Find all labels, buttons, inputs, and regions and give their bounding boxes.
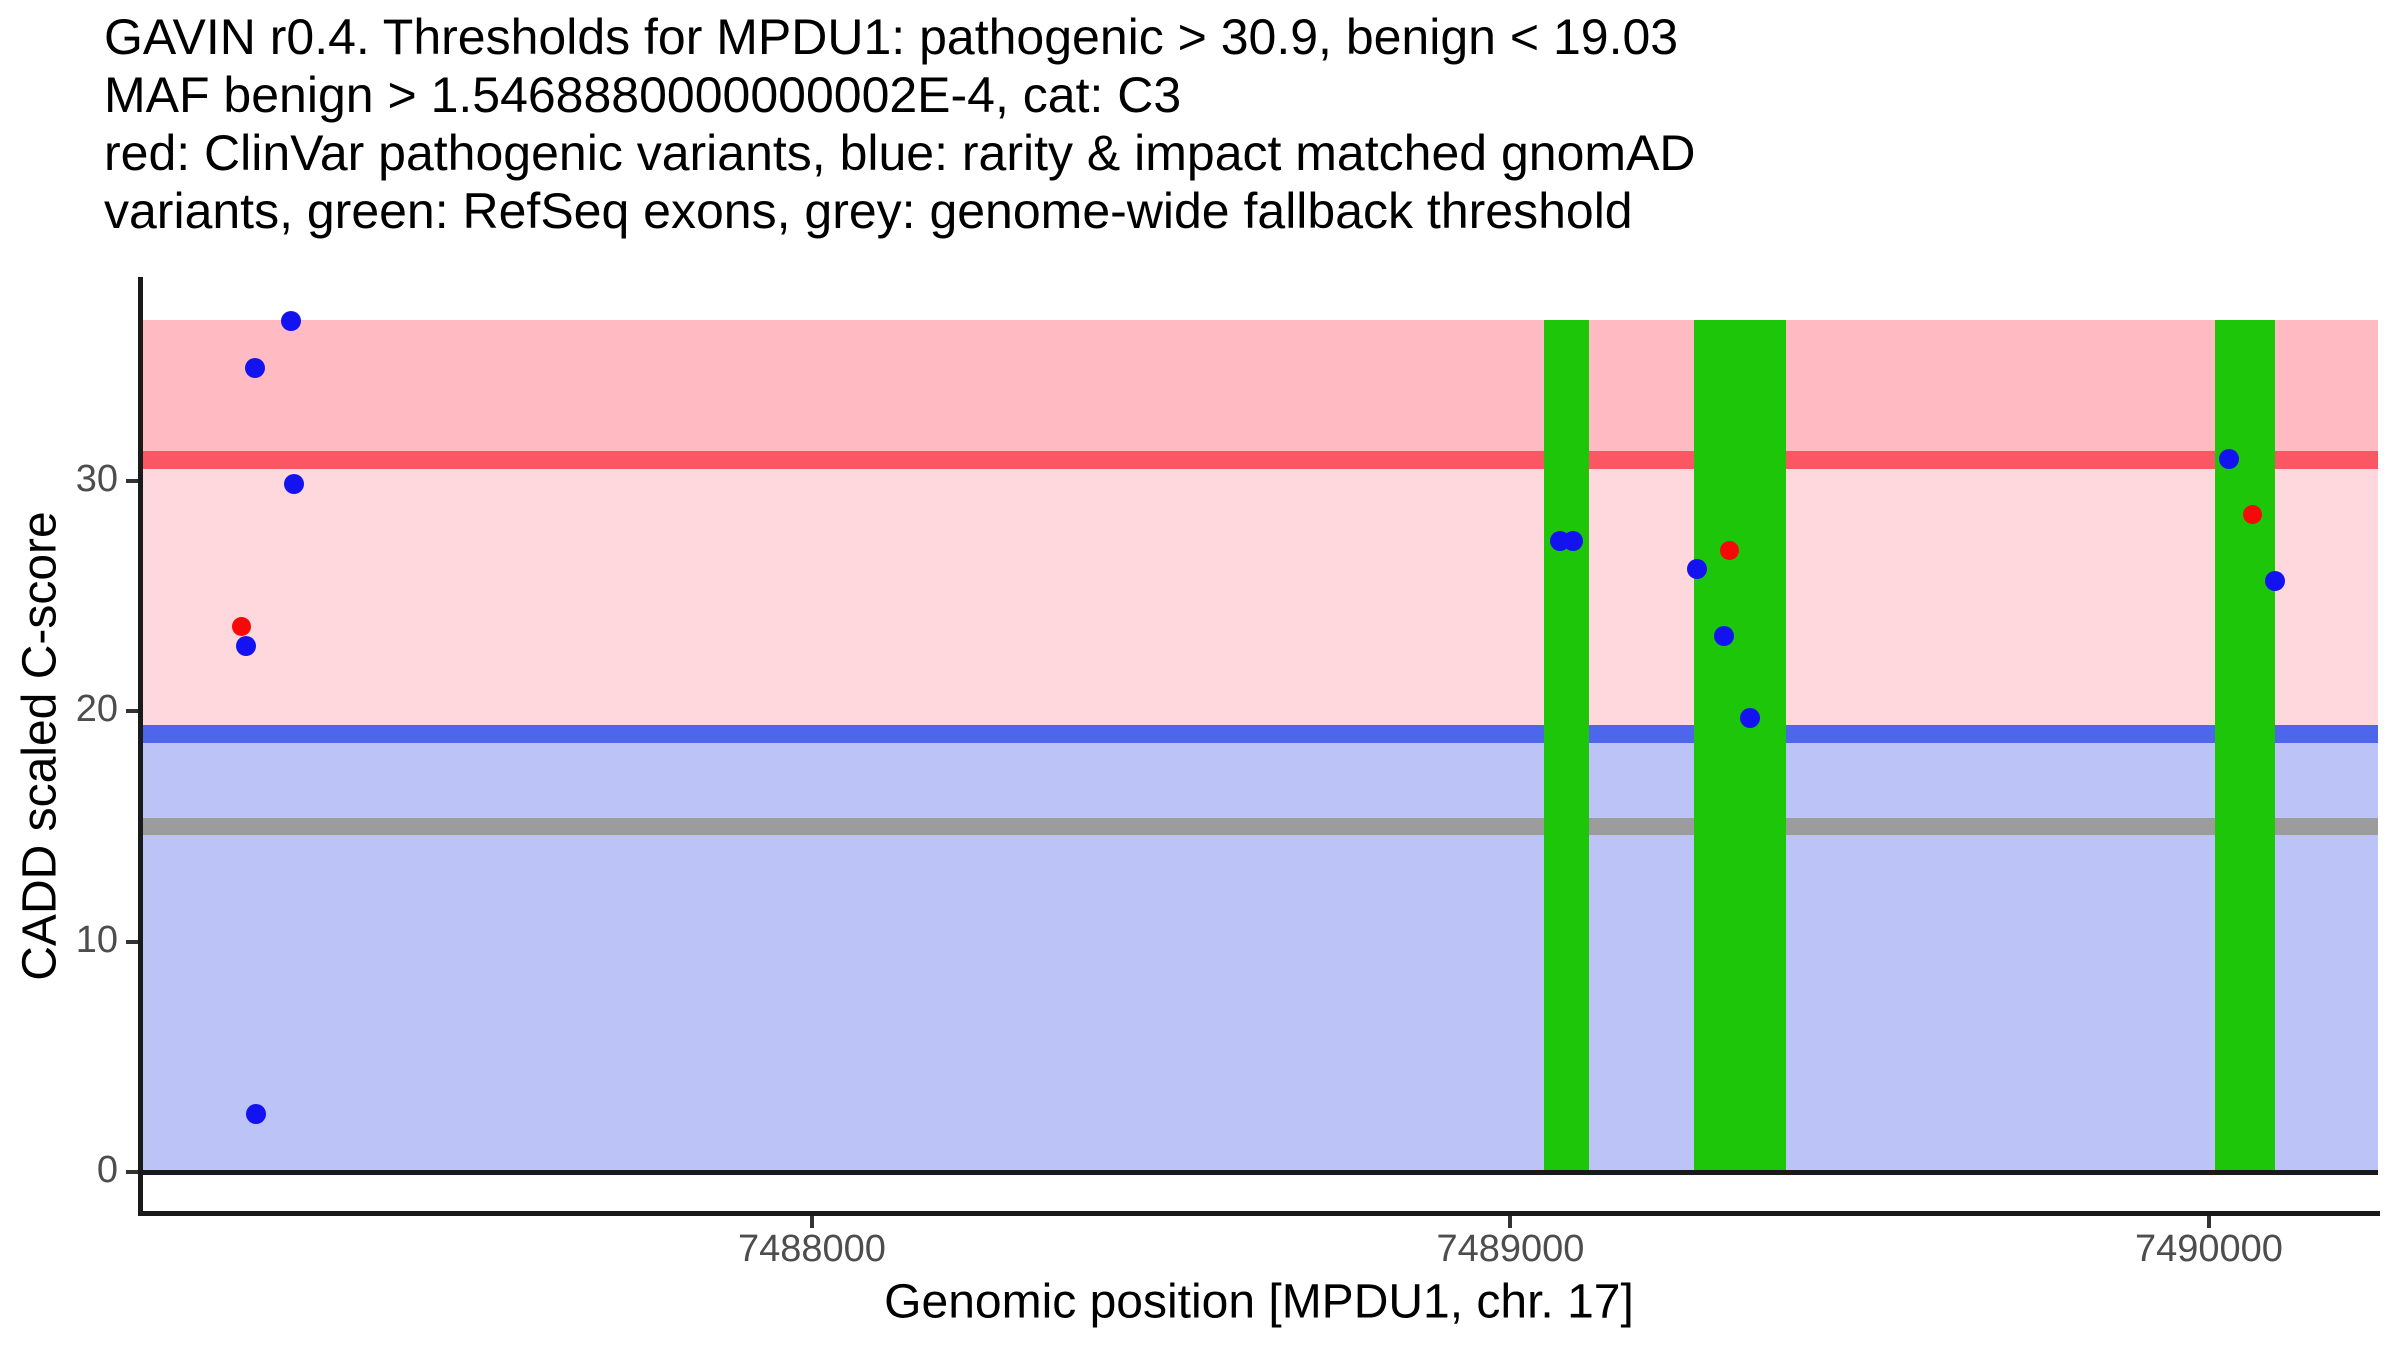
data-point-clinvar: [1720, 541, 1740, 561]
data-point-clinvar: [2242, 504, 2262, 524]
y-tick-mark: [126, 709, 138, 714]
background-band-intermediate-zone: [140, 460, 2378, 734]
data-point-gnomad: [284, 473, 305, 494]
data-point-gnomad: [236, 636, 257, 657]
exon-bar: [2215, 319, 2275, 1173]
x-tick-label: 7490000: [2134, 1228, 2283, 1270]
threshold-line-zero-line: [140, 1169, 2378, 1175]
data-point-gnomad: [2265, 570, 2286, 591]
chart-title-line-1: GAVIN r0.4. Thresholds for MPDU1: pathog…: [104, 9, 1679, 65]
chart-title-line-4: variants, green: RefSeq exons, grey: gen…: [104, 183, 1633, 239]
data-point-gnomad: [280, 310, 301, 331]
y-axis-line: [138, 277, 143, 1216]
x-axis-line: [138, 1211, 2380, 1216]
y-tick-mark: [126, 1170, 138, 1175]
x-tick-mark: [809, 1216, 814, 1228]
data-point-gnomad: [244, 357, 265, 378]
y-tick-mark: [126, 939, 138, 944]
background-band-pathogenic-zone: [140, 319, 2378, 461]
x-tick-mark: [2206, 1216, 2211, 1228]
x-axis-title: Genomic position [MPDU1, chr. 17]: [884, 1275, 1634, 1329]
chart-title: GAVIN r0.4. Thresholds for MPDU1: pathog…: [104, 8, 1695, 240]
y-axis-title: CADD scaled C-score: [13, 511, 67, 981]
x-tick-mark: [1508, 1216, 1513, 1228]
y-tick-label: 30: [75, 457, 118, 500]
exon-bar: [1694, 319, 1786, 1173]
data-point-gnomad: [245, 1103, 266, 1124]
y-tick-label: 20: [75, 688, 118, 731]
y-tick-mark: [126, 478, 138, 483]
chart-title-line-2: MAF benign > 1.5468880000000002E-4, cat:…: [104, 67, 1182, 123]
x-tick-label: 7488000: [737, 1228, 886, 1270]
exon-bar: [1543, 319, 1590, 1173]
threshold-line-benign-threshold: [140, 724, 2378, 743]
data-point-clinvar: [232, 617, 252, 637]
background-band-benign-zone: [140, 733, 2378, 1173]
data-point-gnomad: [1740, 707, 1761, 728]
data-point-gnomad: [1562, 530, 1583, 551]
data-point-gnomad: [1686, 559, 1707, 580]
chart-title-line-3: red: ClinVar pathogenic variants, blue: …: [104, 125, 1696, 181]
threshold-line-pathogenic-threshold: [140, 451, 2378, 470]
x-tick-label: 7489000: [1436, 1228, 1585, 1270]
data-point-gnomad: [1714, 625, 1735, 646]
threshold-line-fallback-threshold: [140, 818, 2378, 836]
y-tick-label: 10: [75, 918, 118, 961]
y-tick-label: 0: [96, 1149, 118, 1192]
data-point-gnomad: [2218, 448, 2239, 469]
